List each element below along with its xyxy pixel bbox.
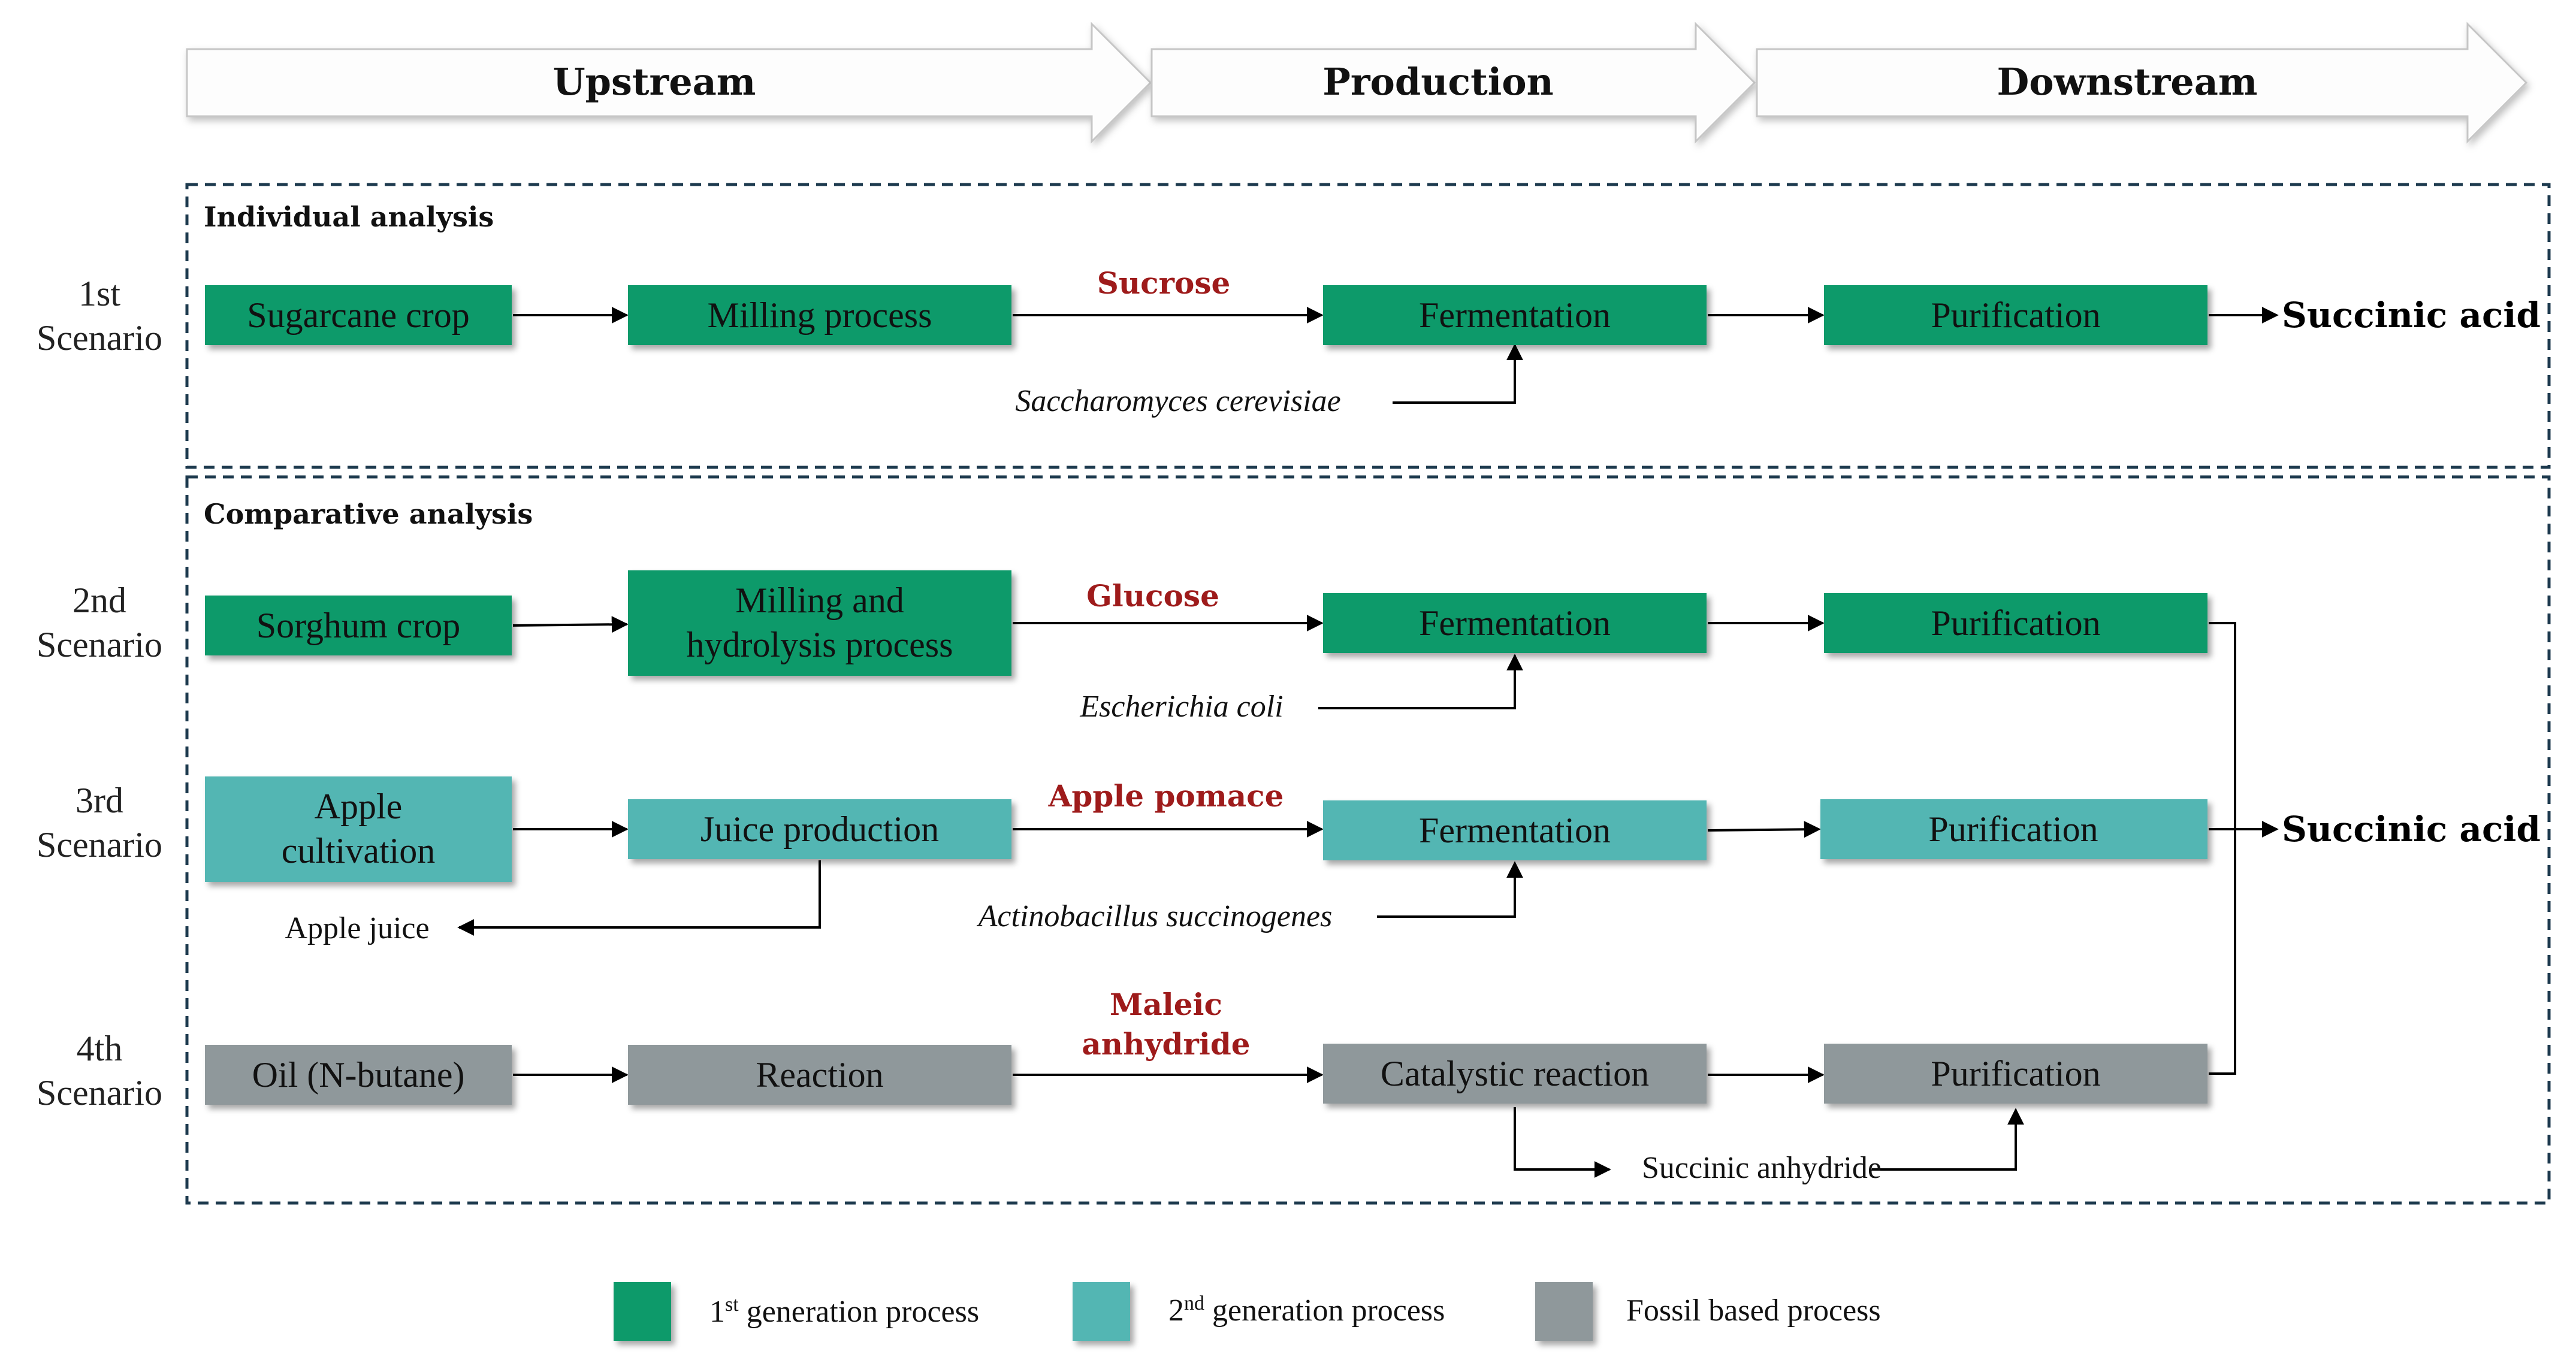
scenario-4-word: Scenario (37, 1073, 162, 1113)
legend-swatch-first-gen (614, 1282, 671, 1341)
process-box-milling-hydrolysis (628, 570, 1011, 676)
phase-label-upstream: Upstream (553, 60, 756, 104)
process-box-juice-production (628, 799, 1011, 859)
process-label-reaction: Reaction (756, 1055, 883, 1095)
legend-swatch-fossil (1535, 1282, 1593, 1341)
section-title-comparative: Comparative analysis (204, 498, 533, 530)
scenario-1-word: Scenario (37, 318, 162, 358)
process-label-oil-n-butane: Oil (N-butane) (252, 1055, 465, 1095)
scenario-2-number: 2nd (73, 581, 126, 620)
legend-label-second-gen: 2nd generation process (1168, 1292, 1445, 1328)
organism-actinobacillus: Actinobacillus succinogenes (977, 899, 1333, 933)
scenario-3-number: 3rd (76, 781, 123, 820)
process-box-fermentation (1323, 285, 1707, 345)
legend-label-fossil: Fossil based process (1626, 1293, 1881, 1328)
connector (1377, 861, 1523, 918)
flow-connectors (457, 307, 2279, 1178)
scenario-1-number: 1st (78, 274, 120, 313)
comparative-analysis-frame (185, 475, 2551, 1205)
connector (2209, 622, 2236, 1075)
process-label-juice-production: Juice production (700, 809, 939, 849)
intermediate-sucrose: Sucrose (1097, 265, 1231, 301)
connector (1707, 821, 1821, 838)
side-product-succinic-anhydride: Succinic anhydride (1642, 1151, 1882, 1185)
product-succinic-acid-2: Succinic acid (2282, 809, 2541, 850)
process-box-purification (1824, 1044, 2207, 1104)
legend-label-first-gen: 1st generation process (709, 1293, 979, 1329)
process-box-catalystic-reaction (1323, 1044, 1707, 1104)
text-line: anhydride (1082, 1026, 1250, 1062)
text-line: Maleic (1110, 987, 1222, 1022)
phase-label-production: Production (1322, 60, 1553, 104)
process-box-fermentation (1323, 593, 1707, 653)
scenario-4-number: 4th (77, 1029, 123, 1068)
scenario-2-row: Sorghum crop Milling and hydrolysis proce… (205, 570, 2207, 724)
process-box-sugarcane-crop (205, 285, 512, 345)
intermediate-glucose: Glucose (1086, 578, 1219, 613)
side-product-apple-juice: Apple juice (285, 911, 429, 945)
organism-escherichia-coli: Escherichia coli (1079, 690, 1283, 724)
phase-arrow-upstream (186, 22, 1152, 144)
process-box-apple-cultivation (205, 776, 512, 882)
phase-arrow-production (1150, 22, 1756, 144)
connector (1393, 343, 1523, 404)
text-line: Milling and (735, 581, 904, 620)
individual-analysis-frame (185, 183, 2551, 469)
process-label-milling-process: Milling process (708, 295, 932, 335)
phase-banner: Upstream Production Downstream (186, 22, 2528, 144)
scenario-4-row: Oil (N-butane) Reaction Catalystic react… (205, 987, 2207, 1185)
process-label-purification: Purification (1931, 603, 2100, 643)
process-box-purification (1824, 593, 2207, 653)
scenario-3-word: Scenario (37, 825, 162, 865)
process-label-purification: Purification (1931, 295, 2100, 335)
scenario-2-word: Scenario (37, 625, 162, 664)
connector (457, 860, 821, 936)
phase-arrow-downstream (1756, 22, 2528, 144)
intermediate-apple-pomace: Apple pomace (1048, 778, 1284, 814)
connector (1514, 1107, 1611, 1178)
process-box-oil-n-butane (205, 1045, 512, 1105)
text-line: hydrolysis process (687, 625, 953, 664)
process-label-fermentation: Fermentation (1419, 811, 1611, 850)
connector (1872, 1108, 2024, 1171)
connector (512, 616, 629, 633)
phase-label-downstream: Downstream (1997, 60, 2258, 104)
text-line: Apple (315, 787, 403, 826)
process-label-catalystic-reaction: Catalystic reaction (1381, 1054, 1649, 1093)
process-label-milling-hydrolysis: Milling and hydrolysis process (687, 581, 953, 664)
process-label-purification: Purification (1928, 809, 2098, 849)
organism-saccharomyces: Saccharomyces cerevisiae (1015, 384, 1340, 418)
process-label-sugarcane-crop: Sugarcane crop (247, 295, 469, 335)
process-label-apple-cultivation: Apple cultivation (282, 787, 436, 871)
scenario-1-row: Sugarcane crop Milling process Fermentat… (205, 265, 2541, 418)
scenario-3-row: Apple cultivation Juice production Fermen… (205, 776, 2541, 945)
connector (1318, 654, 1523, 709)
process-box-purification (1824, 285, 2207, 345)
text-line: cultivation (282, 831, 436, 871)
legend: 1st generation process 2nd generation pr… (614, 1282, 1881, 1341)
scenario-labels: 1st Scenario 2nd Scenario 3rd Scenario 4… (37, 274, 162, 1113)
process-label-fermentation: Fermentation (1419, 603, 1611, 643)
process-box-purification (1820, 799, 2207, 859)
process-box-milling-process (628, 285, 1011, 345)
process-box-fermentation (1323, 800, 1707, 860)
process-box-sorghum-crop (205, 596, 512, 655)
process-label-sorghum-crop: Sorghum crop (256, 606, 461, 645)
section-title-individual: Individual analysis (204, 201, 494, 233)
process-label-purification: Purification (1931, 1054, 2100, 1093)
process-box-reaction (628, 1045, 1011, 1105)
intermediate-maleic-anhydride: Maleic anhydride (1082, 987, 1250, 1062)
process-label-fermentation: Fermentation (1419, 295, 1611, 335)
legend-swatch-second-gen (1073, 1282, 1130, 1341)
product-succinic-acid-1: Succinic acid (2282, 295, 2541, 336)
